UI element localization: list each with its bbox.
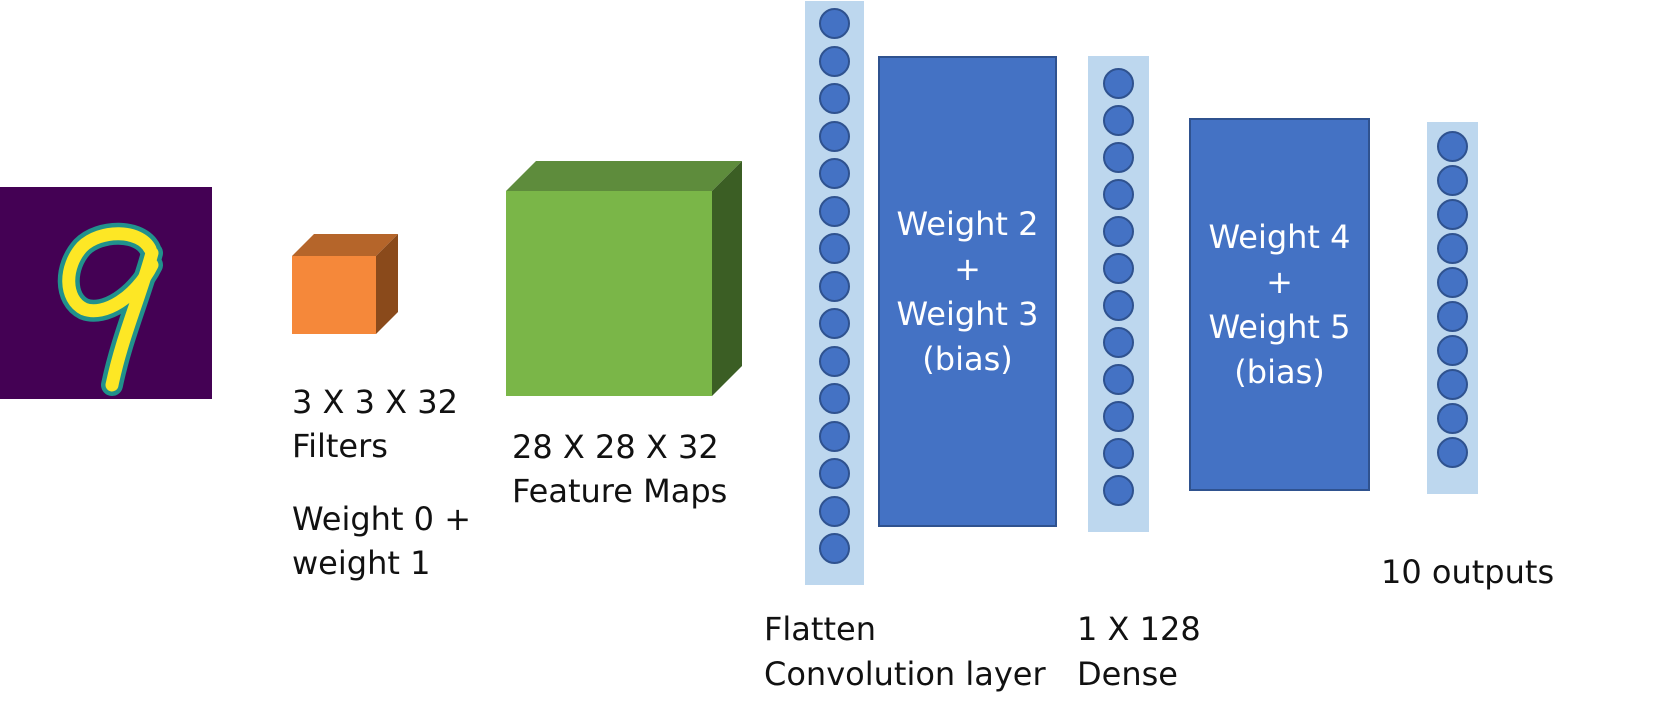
outputs-label: 10 outputs xyxy=(1381,553,1555,591)
neuron xyxy=(1102,475,1134,506)
neuron xyxy=(818,345,850,377)
neuron xyxy=(1102,438,1134,469)
neuron xyxy=(1436,437,1468,468)
neuron xyxy=(818,83,850,114)
convolution-layer-label: Convolution layer xyxy=(764,655,1046,693)
neuron xyxy=(1102,216,1134,247)
bias-label: (bias) xyxy=(922,339,1013,378)
neuron xyxy=(1102,364,1134,395)
neuron xyxy=(1436,369,1468,400)
dense-layer-column xyxy=(1088,56,1149,532)
flatten-layer-column xyxy=(805,1,864,585)
neuron xyxy=(1436,165,1468,196)
neuron xyxy=(1102,253,1134,284)
filter-cube xyxy=(292,234,400,336)
weight-block-2-3: Weight 2 + Weight 3 (bias) xyxy=(878,56,1057,527)
filter-weights-line1: Weight 0 + xyxy=(292,500,471,538)
neuron xyxy=(1436,267,1468,298)
neuron xyxy=(1436,131,1468,162)
neuron xyxy=(818,533,850,564)
bias-label: (bias) xyxy=(1234,352,1325,391)
weight-block-4-5: Weight 4 + Weight 5 (bias) xyxy=(1189,118,1370,491)
neuron xyxy=(818,270,850,302)
neuron xyxy=(818,458,850,489)
neuron xyxy=(818,8,850,39)
neuron xyxy=(1102,105,1134,136)
neuron xyxy=(1102,142,1134,173)
neuron xyxy=(1436,403,1468,434)
weight-5-label: Weight 5 xyxy=(1208,307,1351,346)
filter-name-label: Filters xyxy=(292,427,388,465)
neuron xyxy=(818,308,850,339)
neuron xyxy=(818,495,850,527)
neuron xyxy=(1102,68,1134,99)
feature-map-name-label: Feature Maps xyxy=(512,472,728,510)
weight-3-label: Weight 3 xyxy=(896,294,1039,333)
neuron xyxy=(818,45,850,77)
neuron xyxy=(1436,233,1468,264)
dense-name-label: Dense xyxy=(1077,655,1178,693)
neuron xyxy=(1102,290,1134,321)
plus-label: + xyxy=(1266,262,1293,301)
neuron xyxy=(818,233,850,264)
plus-label: + xyxy=(954,249,981,288)
neuron xyxy=(818,158,850,189)
flatten-label: Flatten xyxy=(764,610,876,648)
input-digit-image xyxy=(0,187,212,399)
neuron xyxy=(1436,335,1468,366)
neuron xyxy=(818,195,850,227)
neuron xyxy=(818,120,850,152)
neuron xyxy=(818,383,850,414)
neuron xyxy=(1102,327,1134,358)
neuron xyxy=(1102,401,1134,432)
neuron xyxy=(1436,199,1468,230)
neuron xyxy=(1102,179,1134,210)
output-layer-column xyxy=(1427,122,1478,494)
neuron xyxy=(818,420,850,452)
feature-map-dims-label: 28 X 28 X 32 xyxy=(512,428,719,466)
weight-2-label: Weight 2 xyxy=(896,204,1039,243)
neuron xyxy=(1436,301,1468,332)
filter-weights-line2: weight 1 xyxy=(292,544,431,582)
filter-dims-label: 3 X 3 X 32 xyxy=(292,383,458,421)
weight-4-label: Weight 4 xyxy=(1208,217,1351,256)
feature-map-cube xyxy=(506,161,744,398)
dense-dims-label: 1 X 128 xyxy=(1077,610,1201,648)
